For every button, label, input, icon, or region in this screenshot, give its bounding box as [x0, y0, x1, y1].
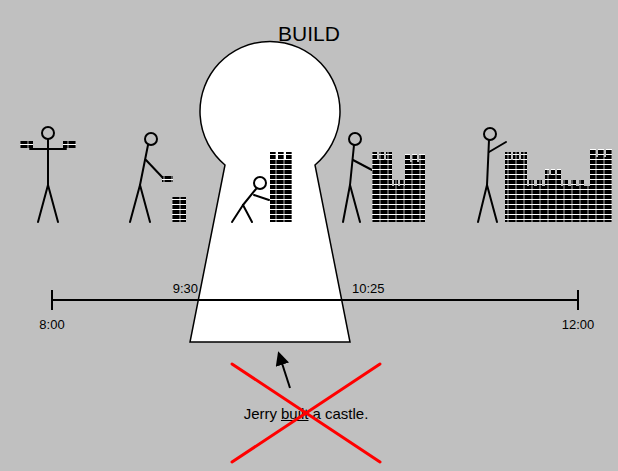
red-cross-part [232, 364, 380, 462]
stick-figure-part [42, 127, 54, 139]
castle-part [529, 180, 534, 186]
castle-part [545, 169, 549, 175]
stick-figure-part [130, 185, 140, 222]
stick-figure-part [146, 160, 163, 178]
castle-part [405, 154, 410, 162]
castle-part [561, 186, 590, 222]
sentence-word: a castle. [313, 406, 369, 423]
castle [505, 149, 612, 222]
stick-figure-part [48, 185, 58, 222]
castle-part [557, 169, 561, 175]
stick-figure [343, 133, 372, 222]
stick-figure-part [232, 205, 243, 222]
sentence-word: built [281, 406, 309, 423]
red-cross [232, 364, 380, 462]
castle-tower-part [278, 152, 284, 160]
castle-tower-part [270, 152, 276, 160]
castle-part [590, 149, 596, 157]
stick-figure-part [30, 148, 66, 150]
stick-figure-part [140, 185, 150, 222]
time-label: 10:25 [352, 282, 385, 296]
castle-part [372, 160, 392, 222]
timeline [52, 290, 578, 310]
castle-part [571, 180, 576, 186]
stick-figure-part [484, 128, 496, 140]
timeline-part [577, 290, 579, 310]
castle-tower-part [270, 160, 292, 222]
stick-figure [478, 128, 506, 222]
stick-figure-part [243, 189, 256, 205]
castle-part [551, 169, 555, 175]
stick-figure-part [487, 140, 489, 185]
castle-part [590, 157, 612, 222]
castle-part [505, 160, 527, 222]
castle [372, 152, 425, 222]
castle-tower-part [286, 152, 292, 160]
castle-part [412, 154, 417, 162]
stick-figure-part [353, 160, 372, 170]
castle-part [521, 152, 527, 160]
stick-figure-part [254, 195, 269, 200]
stick-figure-part [487, 185, 497, 222]
brick [63, 141, 76, 148]
stick-figure-part [489, 142, 506, 152]
castle-part [579, 180, 584, 186]
pointer-arrow [279, 354, 290, 388]
castle-part [537, 180, 542, 186]
timeline-part [52, 299, 578, 301]
sentence: Jerrybuilta castle. [244, 406, 369, 423]
stick-figure-part [343, 185, 350, 222]
stick-figure-part [47, 139, 49, 185]
stick-figure-part [140, 145, 148, 185]
castle-part [505, 152, 511, 160]
castle-part [372, 152, 377, 160]
stick-figure [232, 177, 269, 222]
castle-part [405, 162, 425, 222]
castle-part [394, 180, 398, 186]
stick-figure-part [350, 185, 360, 222]
red-cross-part [232, 364, 380, 462]
castle-part [386, 152, 392, 160]
brick [162, 176, 173, 182]
stick-figure-part [350, 145, 354, 185]
time-label: 9:30 [173, 282, 198, 296]
stick-figure-part [478, 185, 487, 222]
castle-part [379, 152, 384, 160]
stick-figure [130, 133, 163, 222]
stick-figure-part [145, 133, 157, 145]
brick-stack [172, 197, 186, 222]
stick-figure-part [349, 133, 361, 145]
time-label: 8:00 [39, 318, 64, 332]
stick-figure-part [243, 205, 252, 222]
stick-figure [30, 127, 66, 222]
castle-part [392, 186, 405, 222]
diagram-title: BUILD [0, 22, 618, 45]
brick [20, 141, 33, 148]
keyhole [190, 41, 350, 342]
castle-part [545, 175, 561, 222]
castle-part [513, 152, 519, 160]
castle-part [419, 154, 425, 162]
castle-part [400, 180, 404, 186]
castle-part [606, 149, 612, 157]
castle-part [598, 149, 604, 157]
stick-figure-part [38, 185, 48, 222]
stick-figure-part [254, 177, 266, 189]
time-label: 12:00 [562, 318, 595, 332]
sentence-word: Jerry [244, 406, 277, 423]
castle-tower [270, 152, 292, 222]
castle-part [563, 180, 568, 186]
castle-part [527, 186, 545, 222]
timeline-part [51, 290, 53, 310]
